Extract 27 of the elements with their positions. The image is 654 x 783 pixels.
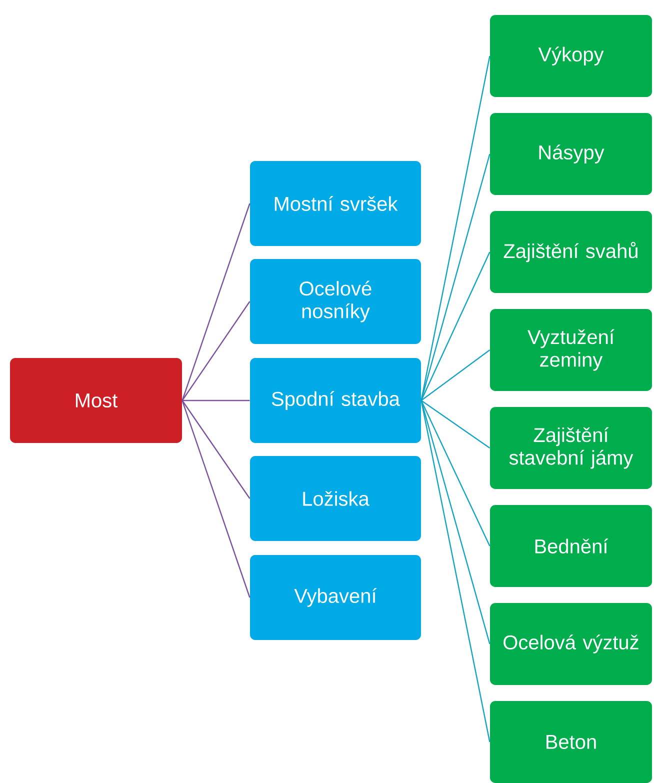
- connector-line: [182, 301, 250, 401]
- connector-line: [182, 400, 250, 402]
- item-box: Výkopy: [490, 15, 652, 98]
- category-box: Mostní svršek: [250, 161, 421, 246]
- item-box: Násypy: [490, 113, 652, 196]
- item-box: Ocelová výztuž: [490, 603, 652, 685]
- connector-line: [182, 400, 250, 598]
- connector-line: [420, 350, 490, 401]
- connector-line: [182, 203, 250, 401]
- item-box: Zajištění svahů: [490, 211, 652, 293]
- connector-line: [420, 252, 490, 401]
- connector-line: [420, 400, 490, 546]
- category-box: Ocelové nosníky: [250, 259, 421, 344]
- connector-line: [420, 56, 490, 401]
- category-box: Vybavení: [250, 555, 421, 640]
- category-box: Spodní stavba: [250, 358, 421, 444]
- connector-line: [420, 400, 490, 448]
- item-box: Zajištění stavební jámy: [490, 407, 652, 489]
- item-box: Vyztužení zeminy: [490, 309, 652, 391]
- item-box: Beton: [490, 701, 652, 783]
- category-box: Ložiska: [250, 456, 421, 542]
- connector-line: [182, 400, 250, 499]
- item-box: Bednění: [490, 505, 652, 587]
- connector-line: [420, 400, 490, 644]
- connector-line: [420, 400, 490, 742]
- connector-line: [420, 154, 490, 401]
- root-box: Most: [10, 358, 182, 444]
